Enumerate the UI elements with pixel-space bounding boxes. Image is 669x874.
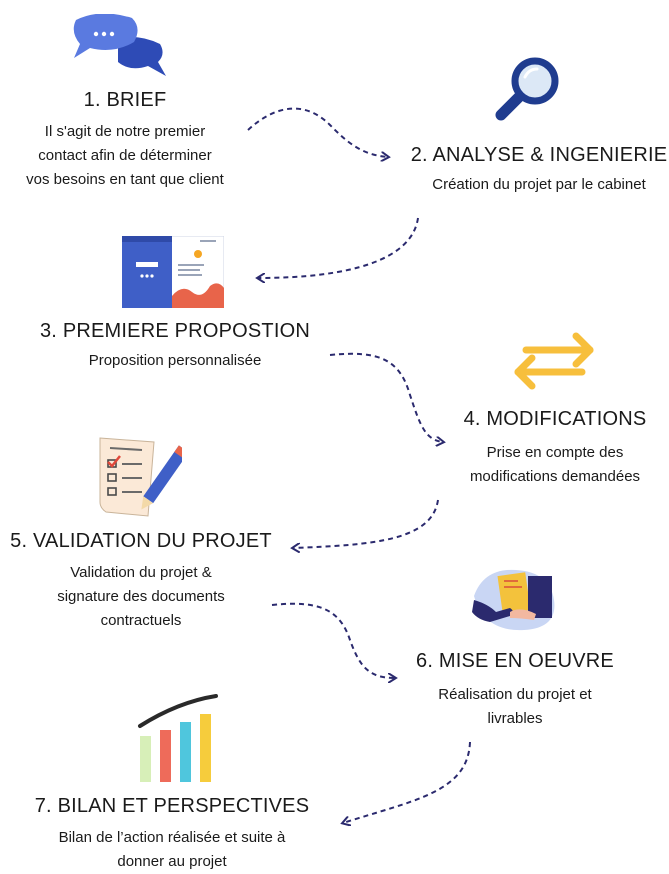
webpage-mockup-icon xyxy=(122,236,224,308)
step-1: 1. BRIEF Il s'agit de notre premier cont… xyxy=(0,89,250,192)
arrow-2-to-3 xyxy=(258,217,419,278)
step-title: 2. ANALYSE & INGENIERIE xyxy=(410,144,668,166)
step-title: 5. VALIDATION DU PROJET xyxy=(10,530,272,552)
checklist-pencil-icon xyxy=(99,437,182,517)
arrow-1-to-2 xyxy=(247,107,388,157)
step-title: 1. BRIEF xyxy=(83,89,167,111)
step-title: 3. PREMIERE PROPOSTION xyxy=(39,320,310,342)
handshake-documents-icon xyxy=(472,569,555,631)
step-description: Création du projet par le cabinet xyxy=(432,176,646,193)
step-3: 3. PREMIERE PROPOSTION Proposition perso… xyxy=(30,320,320,373)
arrow-5-to-6 xyxy=(271,602,395,678)
arrow-4-to-5 xyxy=(293,499,439,548)
step-2: 2. ANALYSE & INGENIERIE Création du proj… xyxy=(400,144,669,197)
step-4: 4. MODIFICATIONS Prise en compte des mod… xyxy=(440,408,669,489)
step-5: 5. VALIDATION DU PROJET Validation du pr… xyxy=(0,530,282,633)
step-description: Validation du projet & signature des doc… xyxy=(57,564,225,629)
chat-bubbles-icon xyxy=(73,14,166,76)
swap-arrows-icon xyxy=(514,332,594,390)
step-description: Il s'agit de notre premier contact afin … xyxy=(26,123,224,188)
magnifier-icon xyxy=(495,57,559,121)
step-description: Prise en compte des modifications demand… xyxy=(469,444,641,485)
arrow-3-to-4 xyxy=(329,352,443,442)
step-description: Bilan de l’action réalisée et suite à do… xyxy=(58,829,286,870)
step-description: Proposition personnalisée xyxy=(88,352,262,369)
step-title: 6. MISE EN OEUVRE xyxy=(416,650,614,672)
step-title: 7. BILAN ET PERSPECTIVES xyxy=(34,795,310,817)
arrow-6-to-7 xyxy=(343,741,471,823)
step-6: 6. MISE EN OEUVRE Réalisation du projet … xyxy=(408,650,622,731)
step-7: 7. BILAN ET PERSPECTIVES Bilan de l’acti… xyxy=(18,795,326,874)
step-description: Réalisation du projet et livrables xyxy=(438,686,592,727)
growth-bars-icon xyxy=(138,694,218,782)
step-title: 4. MODIFICATIONS xyxy=(463,408,647,430)
